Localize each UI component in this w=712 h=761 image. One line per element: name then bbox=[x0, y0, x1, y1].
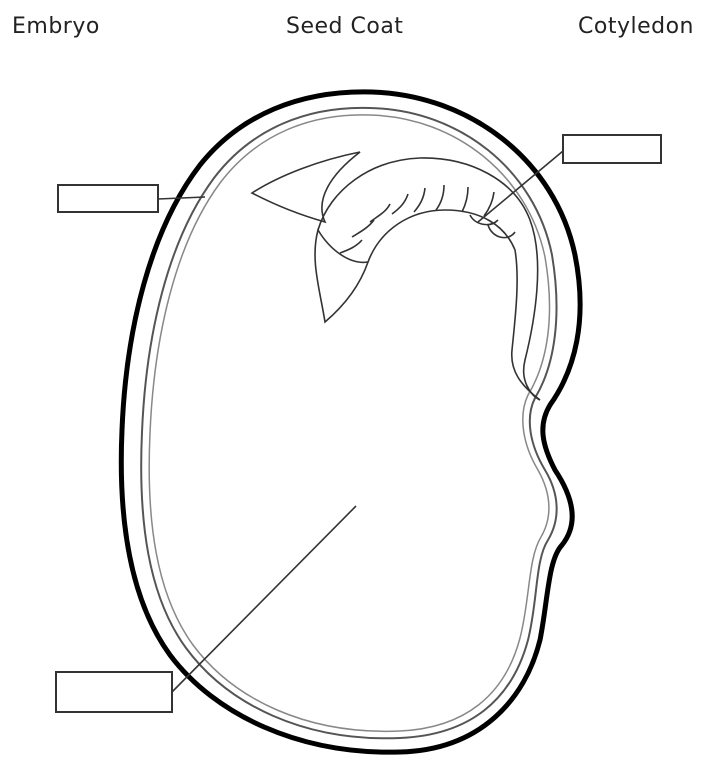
embryo bbox=[252, 152, 540, 400]
label-box-cotyledon[interactable] bbox=[563, 135, 661, 163]
cotyledon-inner-outline bbox=[141, 108, 556, 738]
leader-line-seed-coat bbox=[158, 197, 205, 199]
label-box-embryo[interactable] bbox=[56, 672, 172, 712]
leader-line-embryo bbox=[172, 506, 356, 692]
label-box-seed-coat[interactable] bbox=[58, 185, 158, 212]
